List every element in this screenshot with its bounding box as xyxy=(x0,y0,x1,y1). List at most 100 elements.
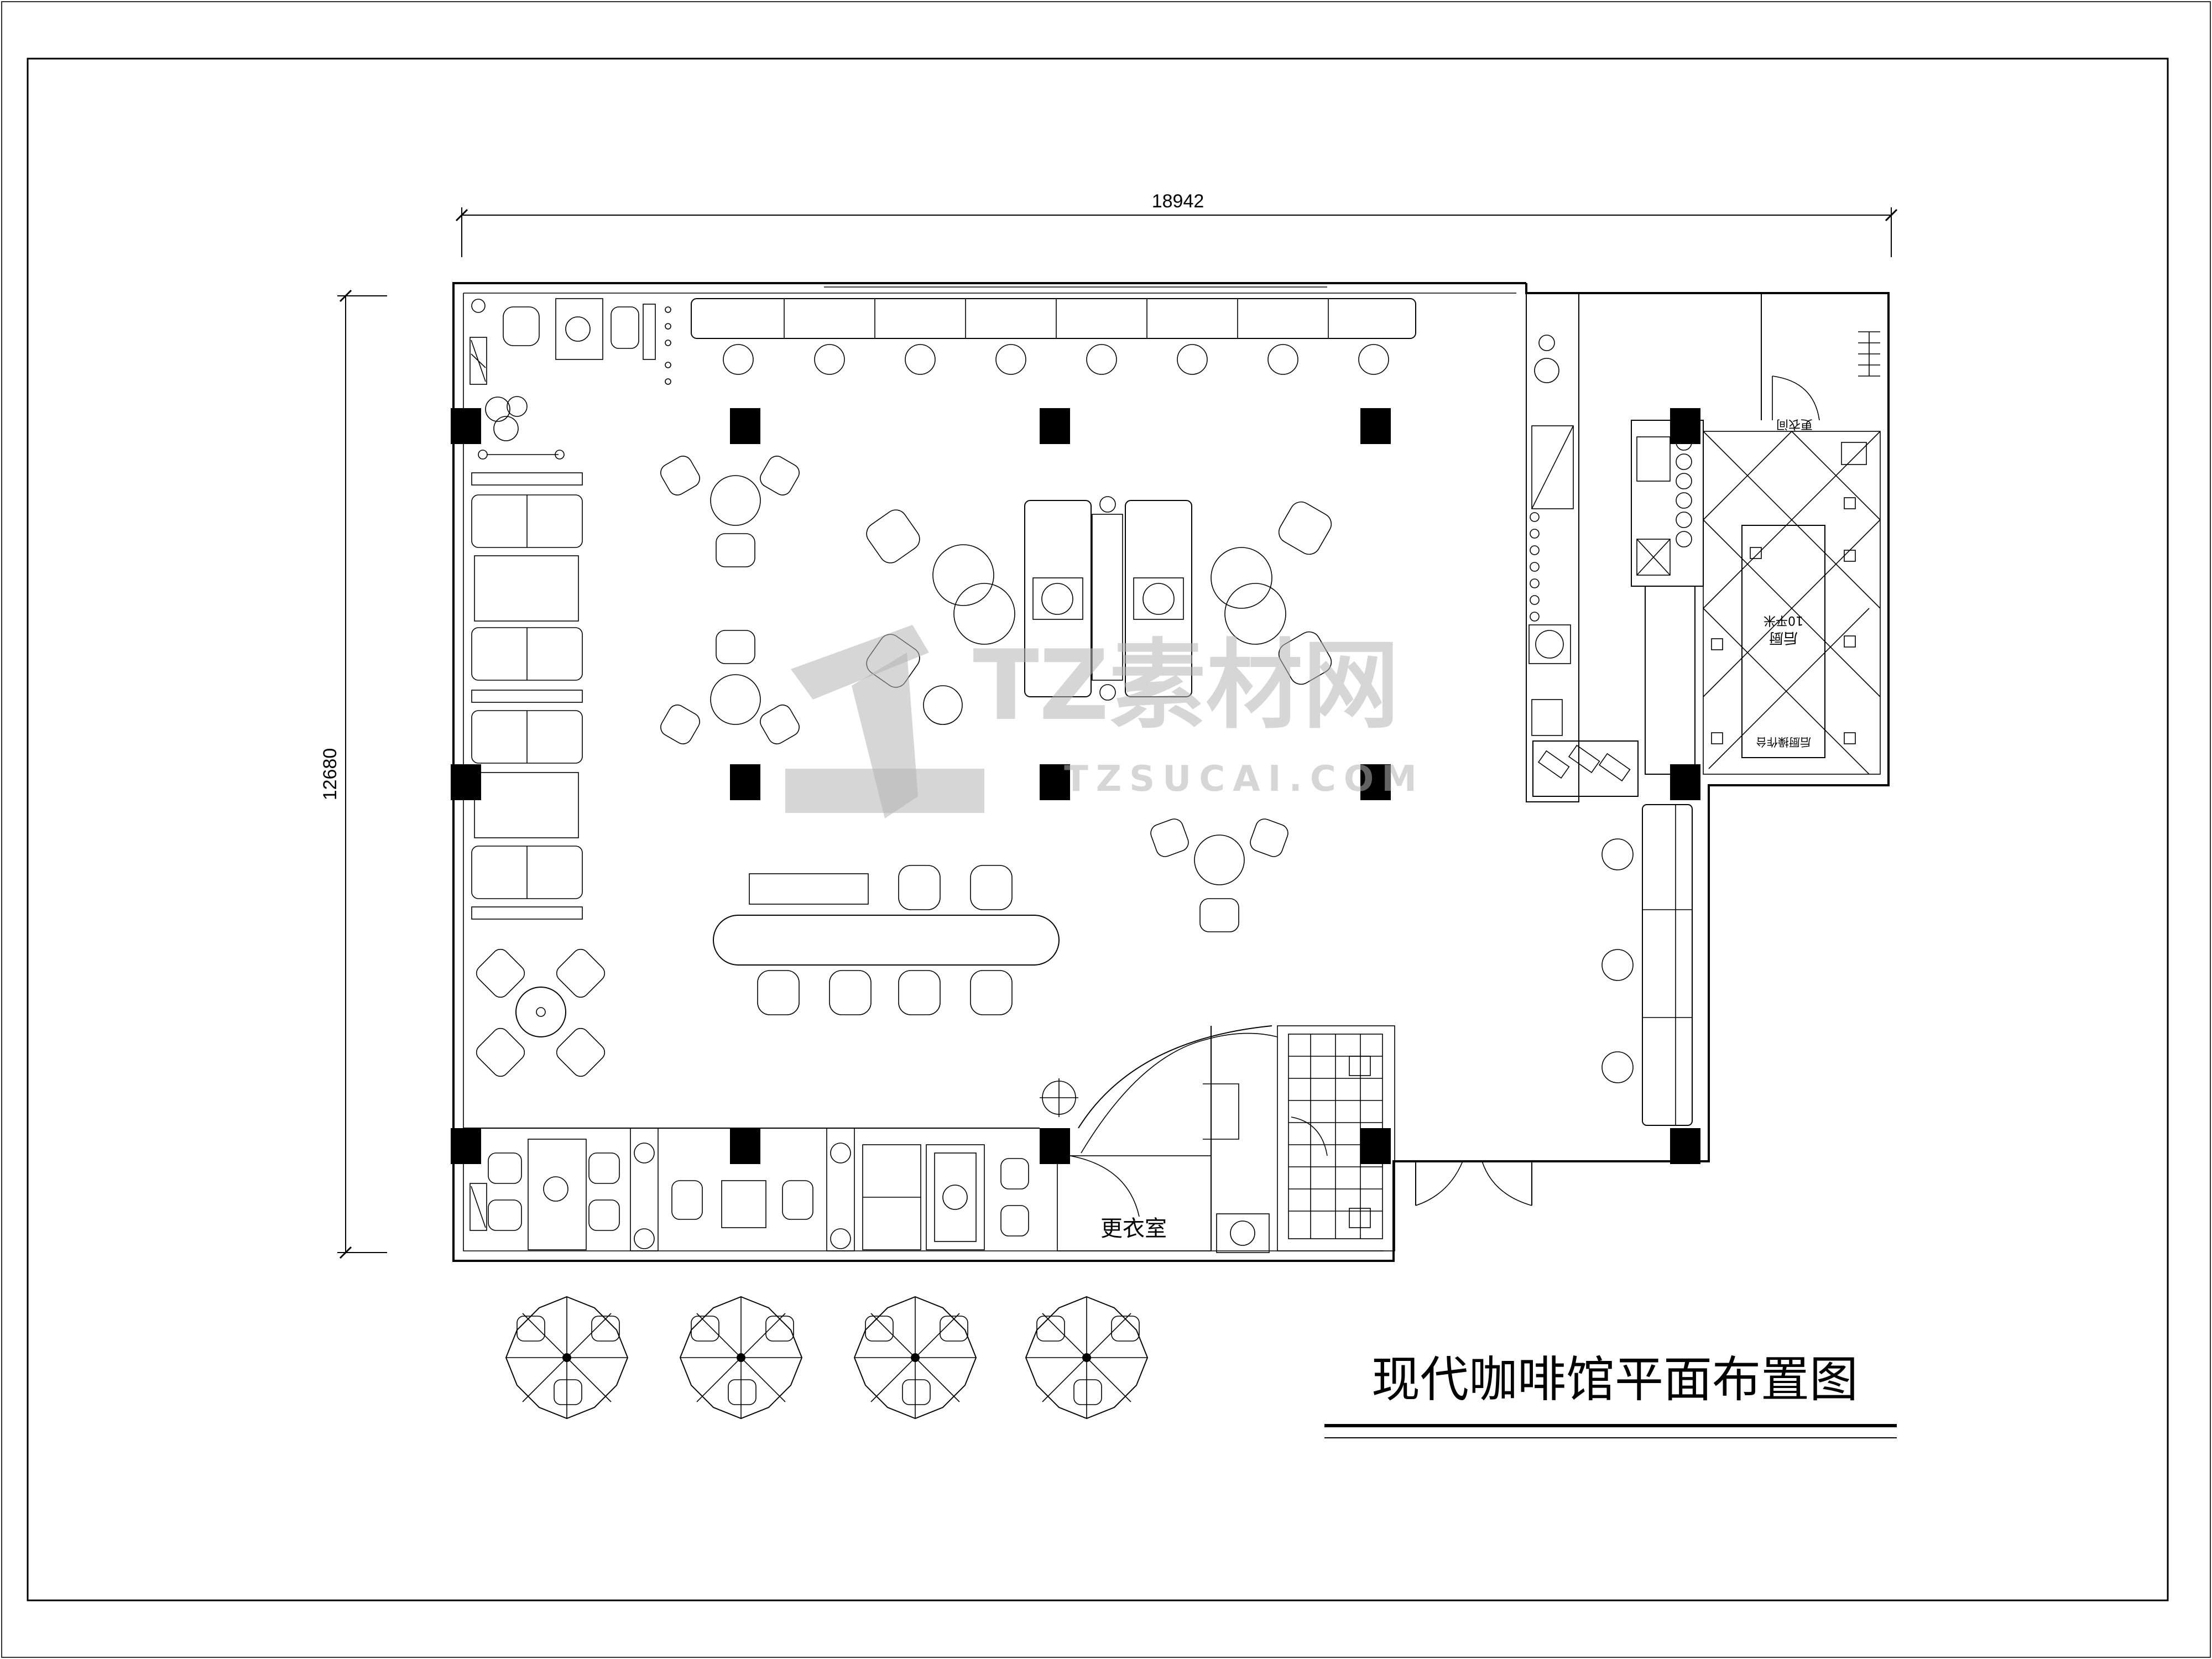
prep-counter xyxy=(1741,525,1825,758)
column xyxy=(1360,408,1391,444)
dimension-height-label: 12680 xyxy=(320,748,341,801)
planter xyxy=(826,1128,855,1251)
corner-lounge-top-left xyxy=(469,298,671,460)
planter xyxy=(630,1128,659,1251)
display-case xyxy=(1532,740,1639,797)
bar-stool xyxy=(1358,344,1389,375)
watermark-logo-icon xyxy=(785,625,984,818)
chair xyxy=(476,1027,525,1077)
round-table-three-seats xyxy=(1150,818,1288,932)
umbrella-table xyxy=(679,1296,803,1420)
column xyxy=(730,1128,760,1164)
chair xyxy=(898,865,941,910)
booth-seating-left xyxy=(471,472,583,920)
sofa xyxy=(1125,500,1192,697)
area-label: 10平米 xyxy=(1764,613,1803,627)
toilet-icon xyxy=(1349,1208,1371,1228)
dimension-width-label: 18942 xyxy=(1152,191,1204,212)
watermark-brand: TZ素材网 xyxy=(973,630,1399,742)
chair xyxy=(829,970,872,1015)
column xyxy=(1360,1128,1391,1164)
drawing-frame xyxy=(27,58,2169,1601)
chair xyxy=(556,1027,606,1077)
coffee-table xyxy=(1092,514,1123,681)
back-kitchen-label: 后厨 xyxy=(1769,629,1798,646)
title-block: 现代咖啡馆平面布置图 xyxy=(1324,1351,1897,1438)
plant-icon xyxy=(1041,583,1073,615)
round-table-three-seats xyxy=(660,630,800,744)
cabinet xyxy=(749,873,869,905)
bar-stool xyxy=(1267,344,1298,375)
dimension-height: 12680 xyxy=(320,289,387,1259)
lounge-chair xyxy=(866,509,920,564)
armchair xyxy=(503,306,540,346)
dressing-room: 更衣室 xyxy=(1040,1025,1278,1251)
back-kitchen: 后厨 10平米 后厨操作台 xyxy=(1631,420,1881,775)
sink-icon xyxy=(1216,1213,1270,1253)
bar-stool xyxy=(814,344,845,375)
column xyxy=(1040,764,1070,800)
round-table-four-seats xyxy=(476,948,606,1077)
column xyxy=(1360,764,1391,800)
watermark: TZ素材网 TZSUCAI.COM xyxy=(785,625,1425,818)
chair xyxy=(476,948,525,998)
watermark-url: TZSUCAI.COM xyxy=(1064,759,1425,800)
bar-stool xyxy=(995,344,1026,375)
coffee-table xyxy=(474,772,579,838)
stool xyxy=(1601,949,1634,981)
stool xyxy=(1601,838,1634,870)
armchair xyxy=(611,306,639,349)
chair xyxy=(970,970,1013,1015)
bottom-seating-row xyxy=(463,1128,1040,1251)
column xyxy=(1040,1128,1070,1164)
structural-columns xyxy=(451,408,1700,1164)
sofa xyxy=(1024,500,1092,697)
sink-icon xyxy=(1841,442,1867,465)
toilet-icon xyxy=(1349,1056,1371,1076)
dressing-room-label: 更衣室 xyxy=(1100,1216,1167,1241)
planter xyxy=(471,472,583,486)
chair xyxy=(970,865,1013,910)
table xyxy=(926,1144,985,1250)
planter xyxy=(471,690,583,703)
banquette-right xyxy=(1601,804,1693,1126)
service-counter xyxy=(1526,293,1639,802)
stool xyxy=(1601,1051,1634,1083)
table xyxy=(721,1180,766,1228)
bar-stool xyxy=(1177,344,1208,375)
chair xyxy=(556,948,606,998)
chair xyxy=(898,970,941,1015)
communal-table xyxy=(713,865,1060,1015)
plant-icon xyxy=(942,1185,968,1210)
column xyxy=(1670,764,1700,800)
column xyxy=(451,764,481,800)
restrooms xyxy=(1216,1025,1395,1253)
bar-counter-top xyxy=(691,298,1416,375)
lounge-chair xyxy=(1278,631,1332,685)
column xyxy=(730,408,760,444)
planter xyxy=(471,906,583,920)
plant-icon xyxy=(543,1176,568,1202)
prep-counter-label: 后厨操作台 xyxy=(1756,735,1811,749)
drawing-title: 现代咖啡馆平面布置图 xyxy=(1371,1351,1858,1408)
side-table xyxy=(555,298,603,360)
coffee-table xyxy=(474,555,579,622)
chair xyxy=(757,970,800,1015)
dimension-width: 18942 xyxy=(455,191,1898,257)
column xyxy=(730,764,760,800)
plant-icon xyxy=(485,397,510,422)
plant-icon xyxy=(1142,583,1175,615)
staff-dressing-label: 更衣间 xyxy=(1776,417,1813,431)
column xyxy=(1670,1128,1700,1164)
plant-icon xyxy=(565,316,591,342)
bar-stool xyxy=(1086,344,1117,375)
column xyxy=(451,1128,481,1164)
umbrella-table xyxy=(1025,1296,1149,1420)
bar-stool xyxy=(905,344,936,375)
umbrella-table xyxy=(505,1296,629,1420)
lounge-chair xyxy=(1278,501,1332,555)
staff-dressing-room: 更衣间 xyxy=(1761,293,1880,431)
walls xyxy=(452,282,1890,1262)
